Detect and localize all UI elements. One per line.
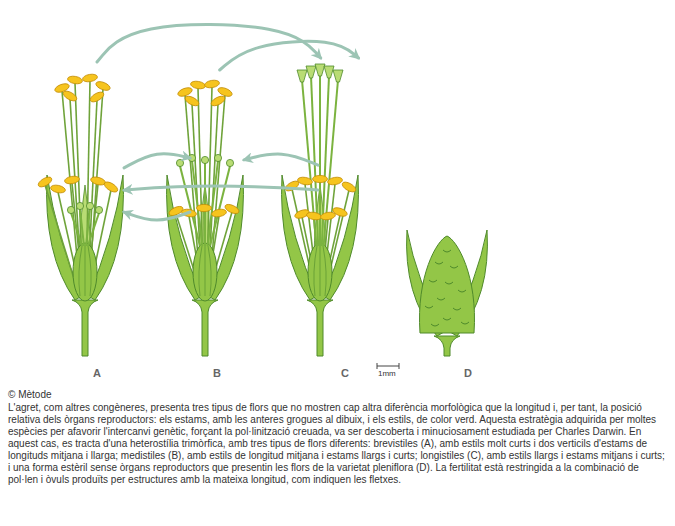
stigma	[76, 202, 83, 209]
style	[319, 74, 321, 246]
style	[324, 80, 338, 246]
flower	[282, 64, 359, 356]
flower-type: B	[190, 70, 244, 380]
ovary-ridge	[199, 246, 202, 296]
stigma	[297, 70, 307, 82]
pollination-arrow	[124, 154, 190, 168]
copyright: © Mètode	[8, 389, 52, 400]
stigma	[324, 66, 334, 78]
anther	[327, 176, 343, 186]
anther	[62, 89, 79, 103]
pollination-arrow	[220, 41, 359, 70]
anther	[90, 176, 106, 187]
petal-scale	[443, 250, 451, 252]
petal-scale	[435, 262, 443, 264]
style	[80, 209, 84, 246]
flower-type: C	[318, 58, 372, 380]
anther	[95, 80, 112, 92]
scale-tick	[399, 363, 400, 369]
anther	[224, 203, 241, 216]
stigma	[214, 154, 221, 161]
ovary	[193, 243, 217, 301]
figure-caption: L'agret, com altres congèneres, presenta…	[8, 402, 666, 486]
ovary-ridge	[320, 246, 321, 296]
anther	[306, 211, 322, 221]
stigma	[201, 156, 208, 163]
anther	[204, 79, 220, 89]
petal-scale	[425, 306, 433, 308]
ovary-ridge	[85, 246, 86, 296]
anther	[341, 180, 358, 194]
anther	[210, 94, 227, 107]
stigma	[95, 206, 102, 213]
ovary-ridge	[205, 246, 206, 296]
petal-cone	[419, 236, 474, 333]
flower-letter: D	[464, 367, 472, 380]
petal-scale	[461, 322, 469, 324]
stigma	[226, 159, 233, 166]
flower-stalk	[192, 300, 218, 356]
ovary-ridge	[208, 246, 211, 296]
sterile-flower	[407, 230, 488, 356]
stigma	[333, 70, 343, 82]
anther	[177, 86, 194, 98]
anther	[297, 176, 313, 186]
ovary-ridge	[88, 246, 91, 296]
flower-type: D	[441, 225, 495, 380]
pollination-arrow	[124, 212, 190, 220]
petal-scale	[431, 324, 439, 326]
anther	[313, 175, 328, 182]
petal-scale	[453, 308, 461, 310]
scale-tick	[377, 363, 378, 369]
anther	[184, 94, 201, 107]
ovary	[73, 243, 97, 301]
flower-stalk	[307, 300, 333, 356]
petal-scale	[437, 298, 445, 300]
pollination-arrow	[244, 154, 318, 165]
anther	[211, 208, 227, 218]
flower-letter: A	[93, 367, 101, 380]
style	[192, 161, 202, 246]
petal-scale	[445, 282, 453, 284]
anther	[67, 75, 83, 85]
petal-scale	[429, 280, 437, 282]
stigma	[306, 66, 316, 78]
anther	[64, 175, 80, 185]
style	[88, 213, 99, 246]
stigma	[86, 202, 93, 209]
stigma	[176, 159, 183, 166]
anther	[89, 90, 106, 104]
style	[311, 76, 318, 246]
anther	[50, 184, 66, 194]
anther	[82, 73, 98, 83]
pollination-arrow	[124, 186, 318, 190]
ovary-ridge	[314, 246, 317, 296]
ovary-ridge	[323, 246, 326, 296]
flower-stalk	[434, 336, 460, 356]
stigma	[67, 206, 74, 213]
petal-scale	[450, 266, 458, 268]
anther	[190, 80, 206, 90]
anther	[332, 206, 349, 218]
scale-label: 1mm	[378, 369, 396, 378]
flower-stalk	[72, 300, 98, 356]
stigma	[315, 64, 325, 76]
flower-type: A	[70, 62, 124, 380]
flower-letter: B	[213, 367, 221, 380]
anther	[320, 211, 336, 221]
scale-line	[377, 366, 399, 367]
flower	[37, 73, 124, 356]
anther	[197, 204, 212, 211]
flower-letter: C	[341, 367, 349, 380]
ovary	[308, 243, 332, 301]
ovary-ridge	[79, 246, 82, 296]
scale-bar	[377, 363, 399, 369]
petal-scale	[443, 318, 451, 320]
anther	[103, 180, 120, 194]
petal-scale	[458, 290, 466, 292]
